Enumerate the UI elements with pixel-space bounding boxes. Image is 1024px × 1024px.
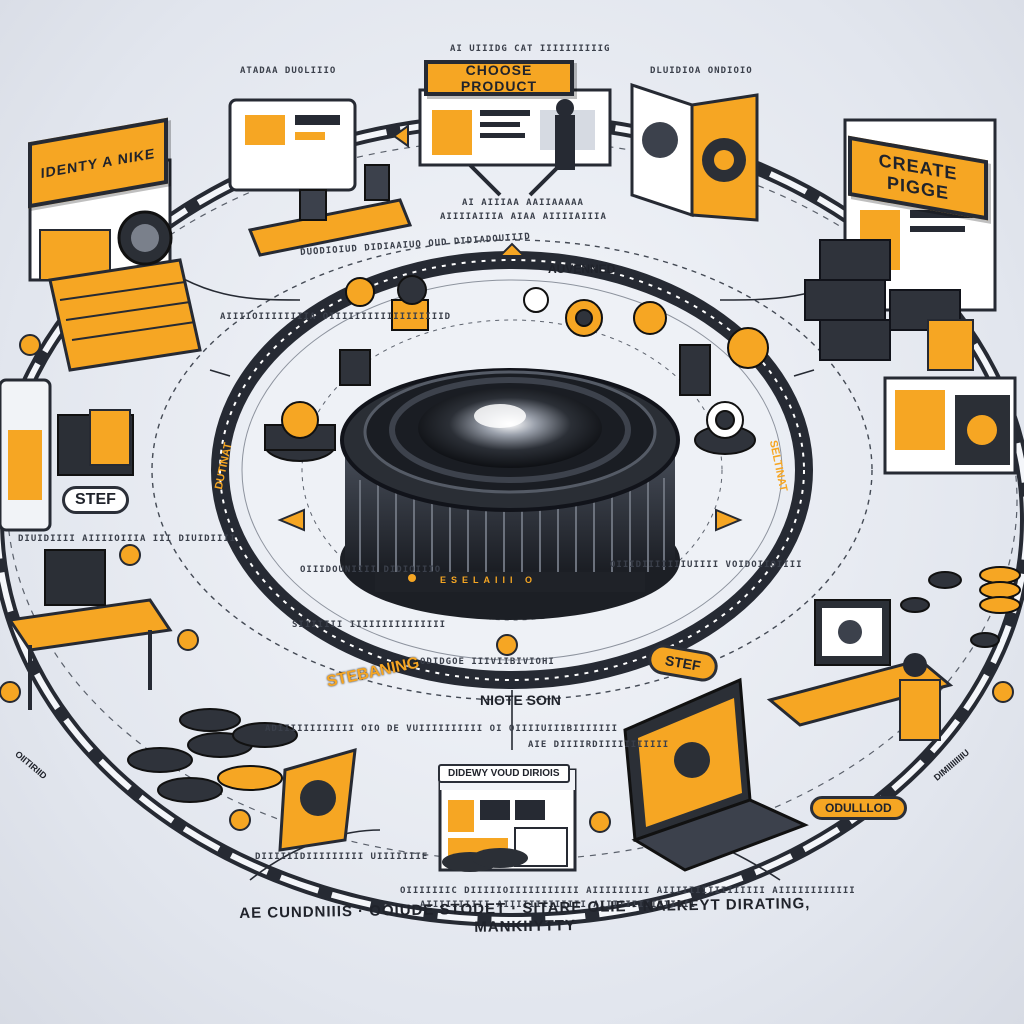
caption-left-mid: DIUIDIIII AIIIIOIIIA III DIUIDIIII	[18, 534, 237, 544]
caption-bottom-center: OIIIIIIIC DIIIIIOIIIIIIIIIII AIIIIIIIII …	[400, 886, 856, 896]
workstation-icon	[766, 599, 954, 741]
caption-left-mid2: OIIIDOUNIIII DIDIOIIIO	[300, 565, 442, 575]
lens-band-label: ESELAIII O	[440, 575, 538, 585]
choose-product-station	[418, 88, 612, 197]
center-note-label: NIOTE SOIN	[480, 692, 561, 708]
shop-desk-station	[228, 98, 413, 257]
stock-badge: STEF	[62, 486, 129, 514]
camera-lens-icon	[340, 368, 680, 620]
caption-choose-under-1: AI AIIIAA AAIIAAAAA	[462, 198, 584, 208]
laptop-icon	[623, 677, 809, 872]
middle-dashed-ring	[151, 239, 873, 701]
caption-bottom-center2: AIIIIIIIIII AIIIIIIIIIIIII AIIIIIIIIIIII…	[420, 900, 696, 910]
caption-choose-under-2: AIIIIAIIIA AIAA AIIIIAIIIA	[440, 212, 607, 222]
tablet-station	[0, 378, 134, 532]
create-page-station	[804, 118, 997, 371]
bottom-product-panel	[438, 768, 577, 872]
caption-pill-mid: ODIDGOE IIIVIIBIVIOHI	[420, 657, 555, 667]
caption-bottom-left: DIIIIIIDIIIIIIIII UIIIIIIIE	[255, 852, 429, 862]
inner-ring-items	[264, 275, 769, 462]
ring-label-top: AUVENNED	[548, 262, 616, 276]
framed-screen-icon	[278, 747, 357, 852]
product-screens-station	[630, 82, 759, 222]
caption-bottom-arc2: AIE DIIIIRDIIIIIIIIIII	[528, 740, 670, 750]
sales-board-station	[883, 376, 1017, 475]
coin-stacks-icon	[127, 708, 298, 803]
caption-lamp-top: DLUIDIOA ONDIOIO	[650, 66, 753, 76]
caption-left-low: AIIIIOIIIIIIIIA OIIIIIIIIIIIIIIIIIID	[220, 312, 452, 322]
caption-note-pill: SIIIIIII IIIIIIIIIIIIIII	[292, 620, 447, 630]
bottom-panel-title: DIDEWY VOUD DIRIOIS	[438, 764, 570, 783]
caption-left-top: ATADAA DUOLIIIO	[240, 66, 337, 76]
caption-pill-mid2: OIIIDIIIIIIIUIIII VOIDOIIOIIII	[610, 560, 803, 570]
choose-product-sign: CHOOSE PRODUCT	[424, 60, 574, 96]
caption-choose-top: AI UIIIDG CAT IIIIIIIIIIG	[450, 44, 611, 54]
location-pins	[0, 334, 1014, 833]
computer-desk-station	[7, 549, 173, 710]
caption-bottom-arc: ADIIIIIIIIIIII OIO DE VUIIIIIIIIII OI OI…	[265, 724, 619, 734]
right-badge: ODULLLOD	[810, 796, 907, 820]
flow-arrows	[277, 124, 743, 532]
right-coins-icon	[900, 566, 1021, 648]
